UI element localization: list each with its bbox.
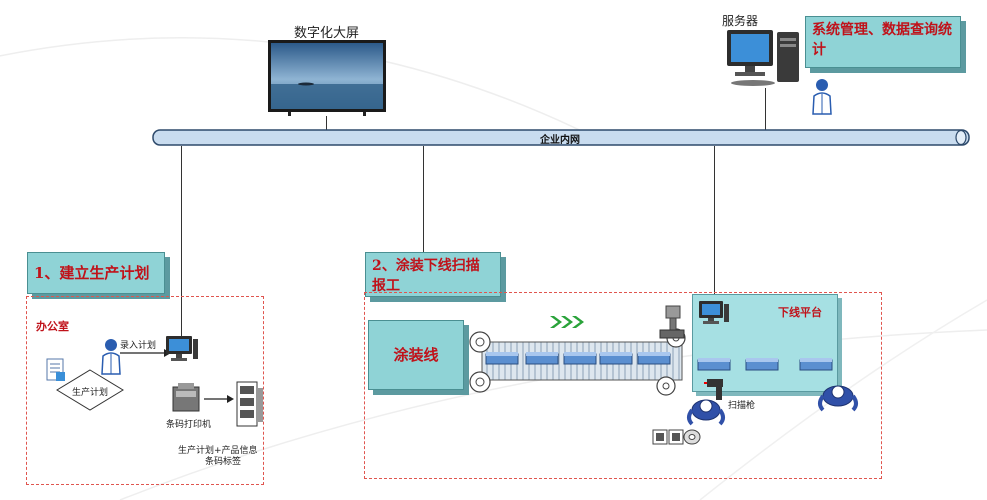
office-connector (181, 146, 182, 342)
robot-arm-icon (659, 305, 685, 339)
document-icon (46, 358, 65, 381)
person-icon (101, 339, 121, 375)
product-item (745, 358, 779, 371)
flow-direction-icon (550, 316, 584, 328)
barcode-stack-icon (652, 429, 701, 445)
barcode-printer-label: 条码打印机 (166, 420, 212, 430)
enterprise-network-bus (152, 129, 970, 146)
barcode-printer-icon (172, 383, 200, 412)
product-item (697, 358, 731, 371)
product-item (485, 352, 519, 365)
step2-title-line1: 2、涂装下线扫描 (372, 258, 480, 274)
server-connector (765, 88, 766, 130)
screen-label: 数字化大屏 (294, 26, 360, 41)
office-computer-icon (166, 336, 198, 361)
platform-products (697, 358, 833, 371)
step1-box: 1、建立生产计划 (27, 252, 165, 294)
monitor-screen-icon (268, 40, 386, 116)
scanner-gun-icon (704, 379, 723, 400)
production-plan-diamond (56, 369, 124, 411)
production-plan-label: 生产计划 (71, 388, 108, 398)
product-item (525, 352, 559, 365)
person-icon (812, 79, 832, 115)
worker-icon (818, 385, 858, 412)
arrow-right-icon (204, 395, 234, 403)
server-computer-icon (727, 30, 799, 86)
conveyor-products (485, 352, 671, 365)
step2-box: 2、涂装下线扫描 报工 (365, 252, 501, 297)
platform-connector (714, 146, 715, 306)
network-label: 企业内网 (540, 135, 580, 146)
system-management-box: 系统管理、数据查询统计 (805, 16, 961, 68)
office-label: 办公室 (36, 320, 69, 333)
product-item (637, 352, 671, 365)
enter-plan-label: 录入计划 (120, 341, 157, 351)
coating-area (364, 292, 882, 479)
coating-line-box: 涂装线 (368, 320, 464, 390)
coating-connector (423, 146, 424, 252)
office-area (26, 296, 264, 485)
platform-computer-icon (699, 301, 729, 324)
worker-icon (687, 399, 725, 426)
server-label: 服务器 (722, 14, 759, 28)
barcode-label-roll-icon (236, 381, 263, 427)
label-info-line2: 条码标签 (205, 457, 242, 467)
product-item (563, 352, 597, 365)
scanner-label: 扫描枪 (728, 401, 756, 411)
screen-connector (326, 116, 327, 130)
step2-title-line2: 报工 (372, 278, 400, 294)
product-item (799, 358, 833, 371)
offline-platform-label: 下线平台 (778, 306, 822, 319)
product-item (599, 352, 633, 365)
label-info-line1: 生产计划+产品信息 (178, 446, 258, 456)
